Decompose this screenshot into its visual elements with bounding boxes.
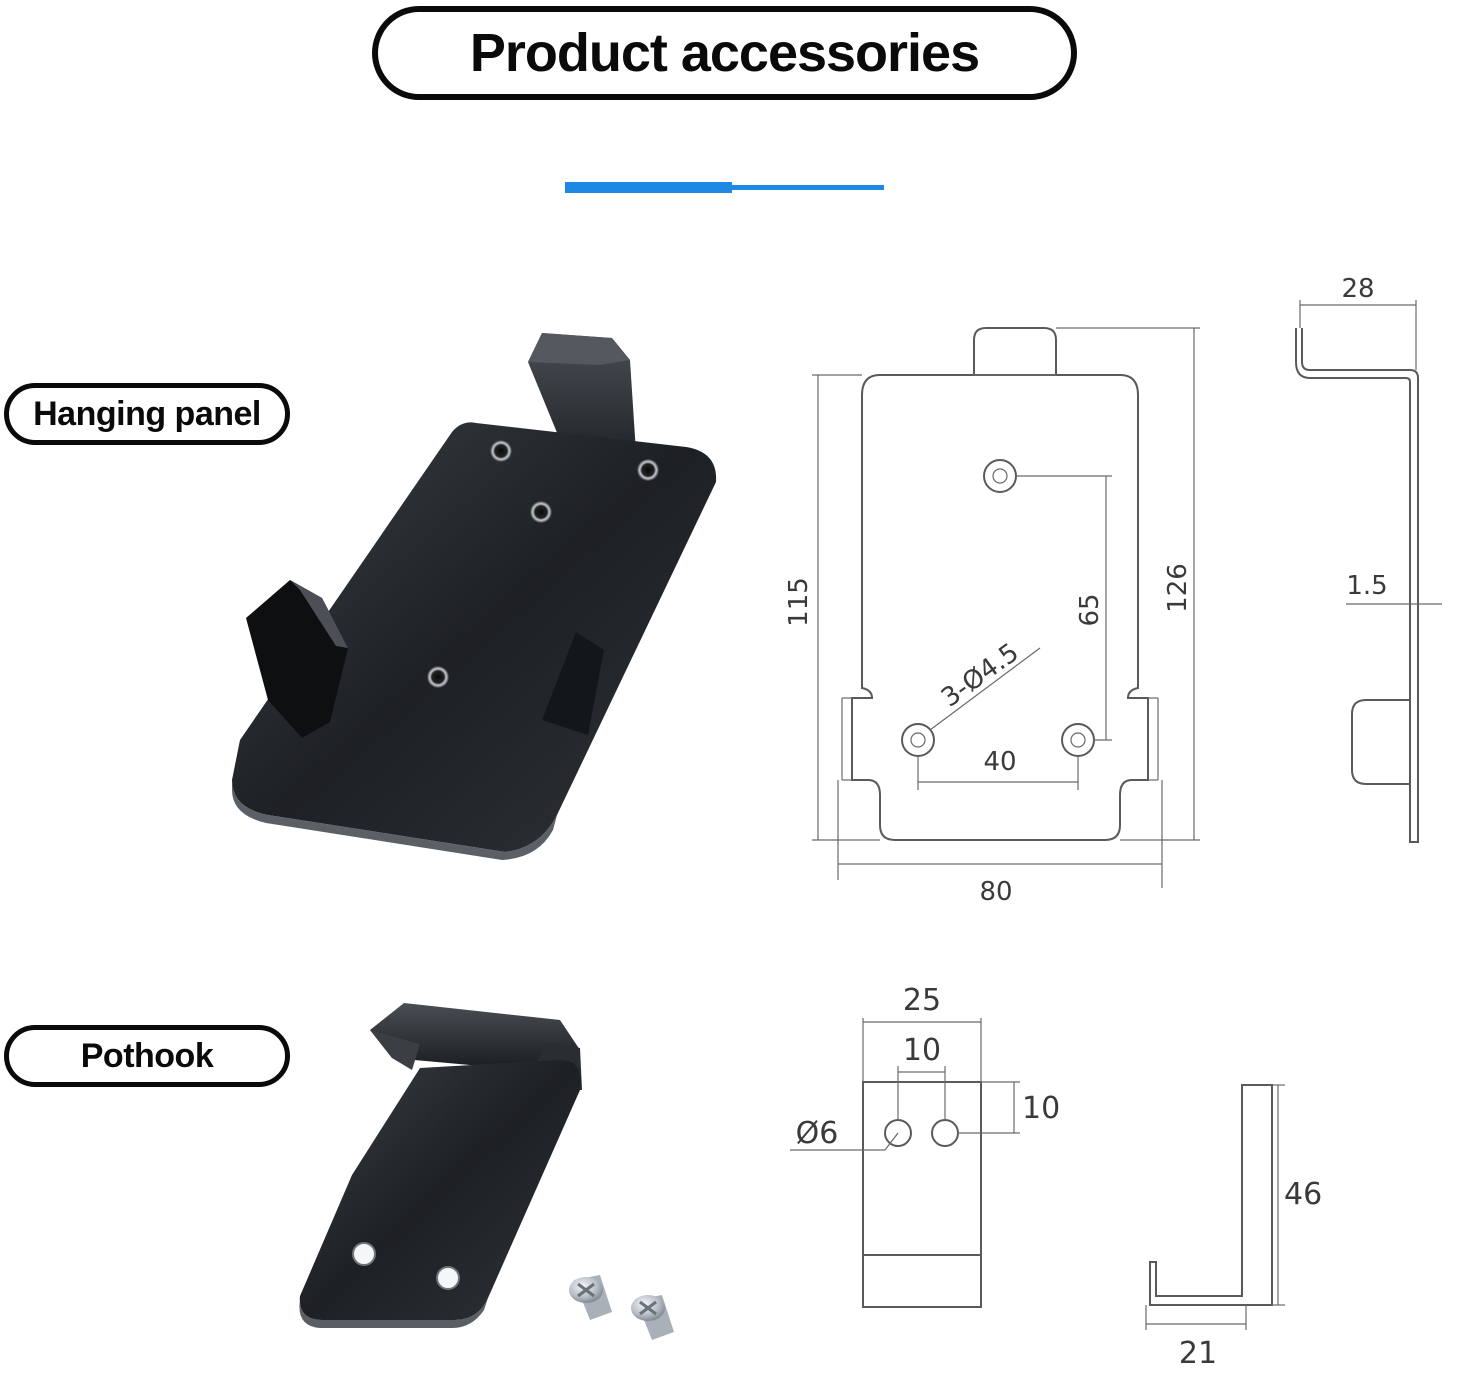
screws-photo: [569, 1275, 674, 1340]
page-title: Product accessories: [372, 6, 1077, 100]
hanging-panel-label: Hanging panel: [4, 383, 290, 445]
dim-65: 65: [1075, 593, 1105, 626]
hanging-panel-photo: [232, 333, 717, 860]
dim-115: 115: [784, 577, 814, 627]
dim-80: 80: [979, 877, 1012, 907]
dim-10-offset: 10: [1022, 1091, 1060, 1126]
page-title-text: Product accessories: [469, 23, 980, 83]
pothook-side-drawing: [1145, 1084, 1285, 1330]
dim-21: 21: [1179, 1336, 1217, 1371]
dim-25: 25: [903, 983, 941, 1018]
hanging-panel-label-text: Hanging panel: [33, 394, 261, 433]
pothook-label: Pothook: [4, 1025, 290, 1087]
dim-28: 28: [1341, 274, 1374, 304]
hanging-panel-front-drawing: [812, 327, 1200, 888]
pothook-photo: [299, 1003, 582, 1328]
dim-10-spacing: 10: [903, 1033, 941, 1068]
dim-3-holes: 3-Ø4.5: [936, 638, 1025, 714]
hanging-panel-side-drawing: [1295, 300, 1442, 843]
accent-divider: [565, 182, 884, 193]
dim-hole-diameter: Ø6: [796, 1116, 839, 1151]
pothook-label-text: Pothook: [80, 1036, 214, 1075]
dim-40: 40: [983, 747, 1016, 777]
dim-1-5: 1.5: [1346, 571, 1387, 601]
dim-46: 46: [1284, 1177, 1322, 1212]
pothook-front-drawing: [790, 1018, 1020, 1308]
dim-126: 126: [1163, 563, 1193, 613]
